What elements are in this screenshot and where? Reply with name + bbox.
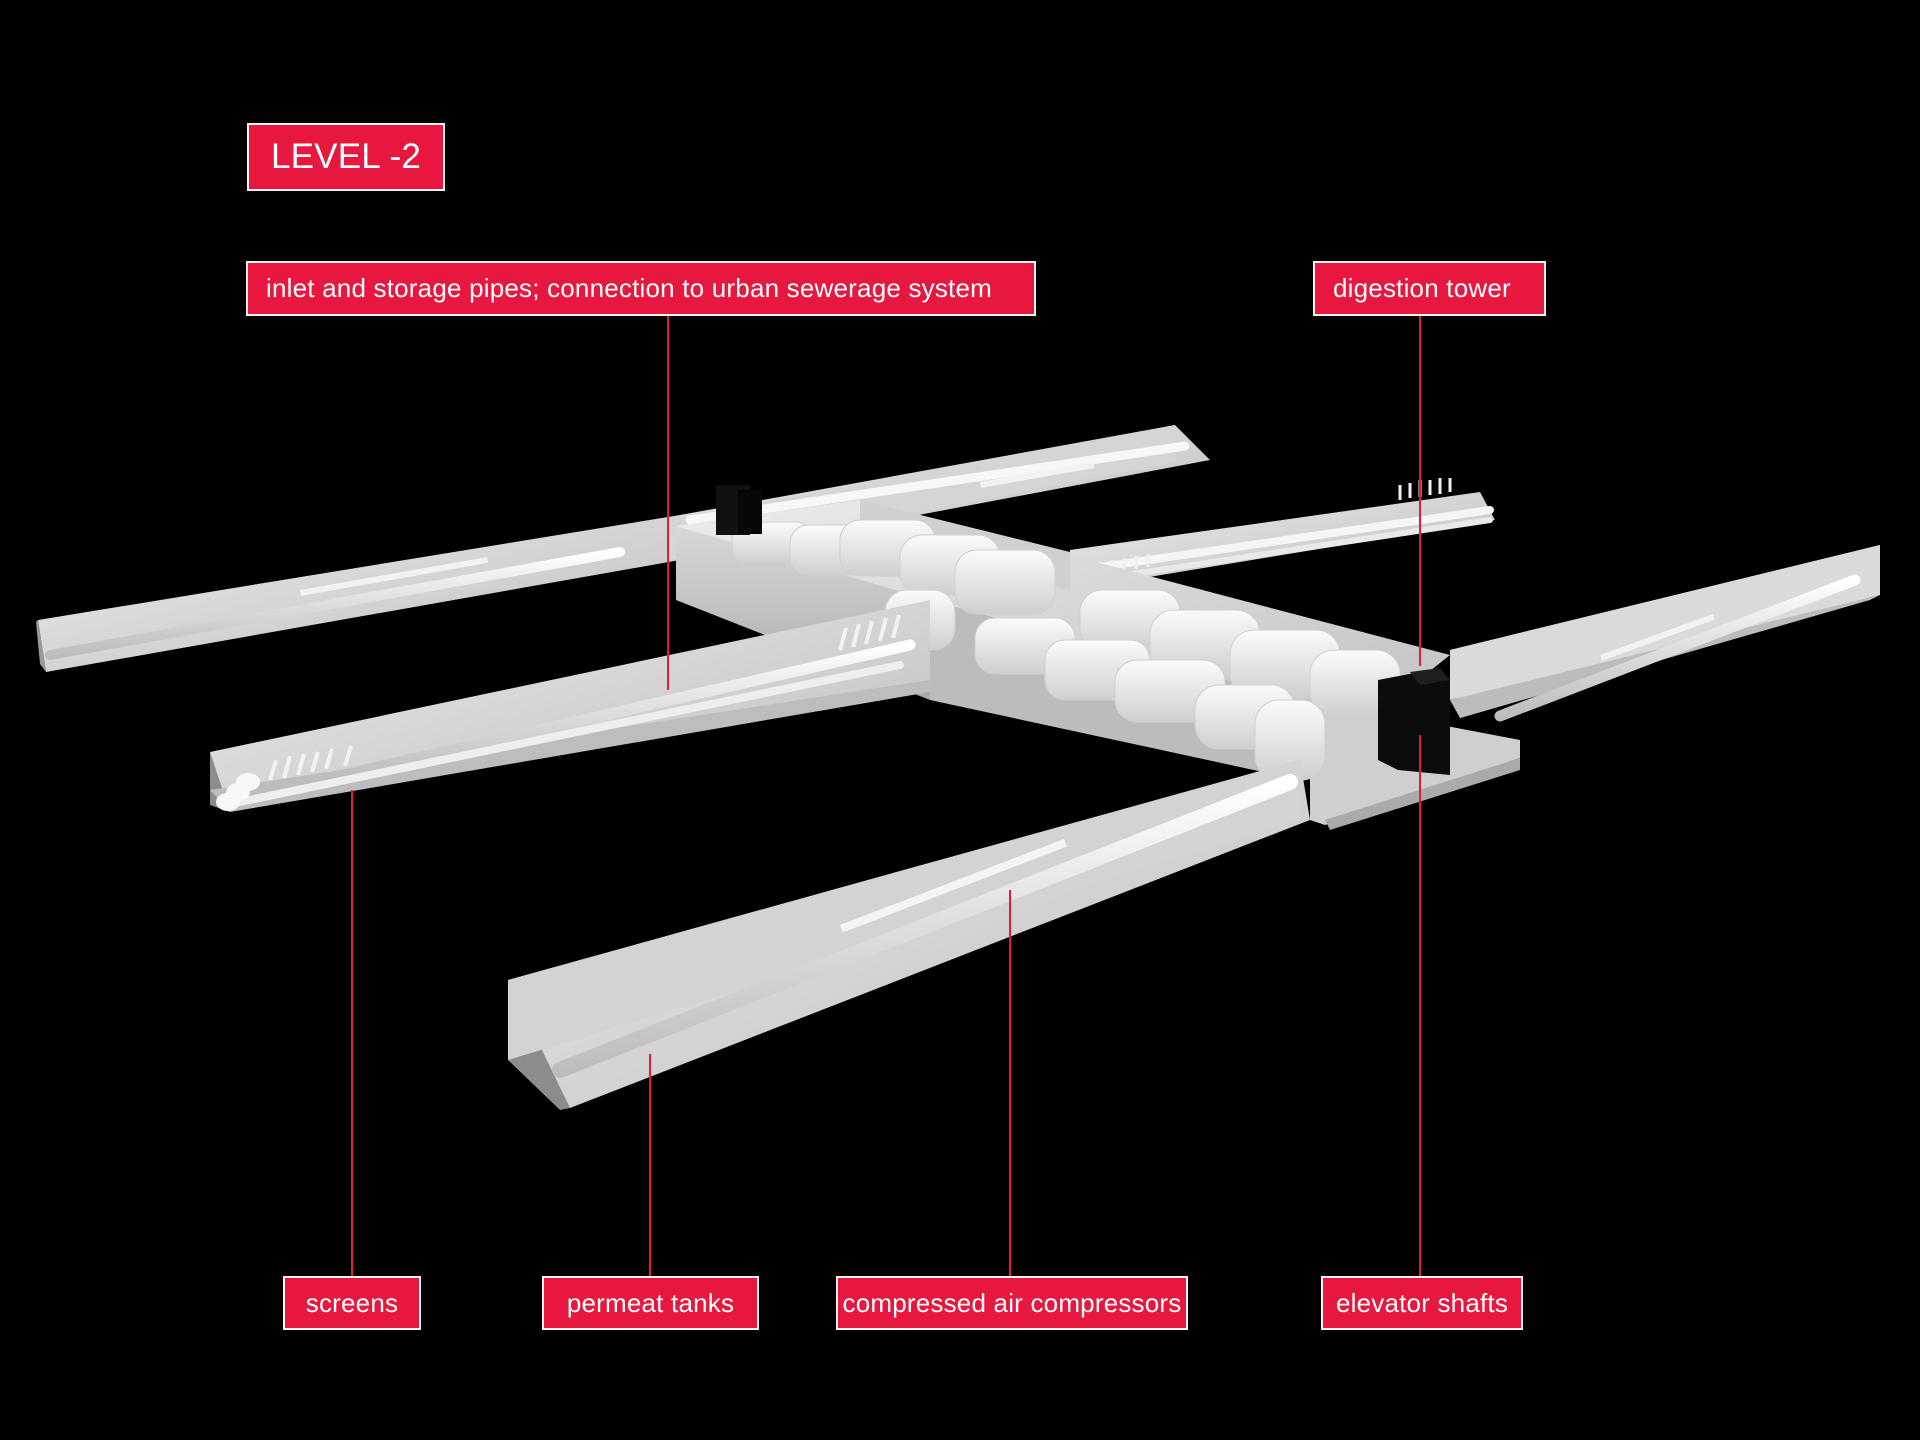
central-hub (676, 500, 1520, 830)
corridor-far-right (1450, 545, 1880, 722)
elevator-shaft-front (1378, 668, 1450, 775)
permeat-tanks-label: permeat tanks (542, 1276, 759, 1330)
elevator-shaft-back (716, 485, 762, 535)
elevator-shafts-label: elevator shafts (1321, 1276, 1523, 1330)
corridor-back-right (1070, 478, 1495, 590)
inlet-pipes-label: inlet and storage pipes; connection to u… (246, 261, 1036, 316)
compressors-label: compressed air compressors (836, 1276, 1188, 1330)
level-label: LEVEL -2 (247, 123, 445, 191)
corridor-front (508, 760, 1310, 1110)
screens-label: screens (283, 1276, 421, 1330)
corridor-front-left (210, 600, 930, 812)
digestion-tower-label: digestion tower (1313, 261, 1546, 316)
